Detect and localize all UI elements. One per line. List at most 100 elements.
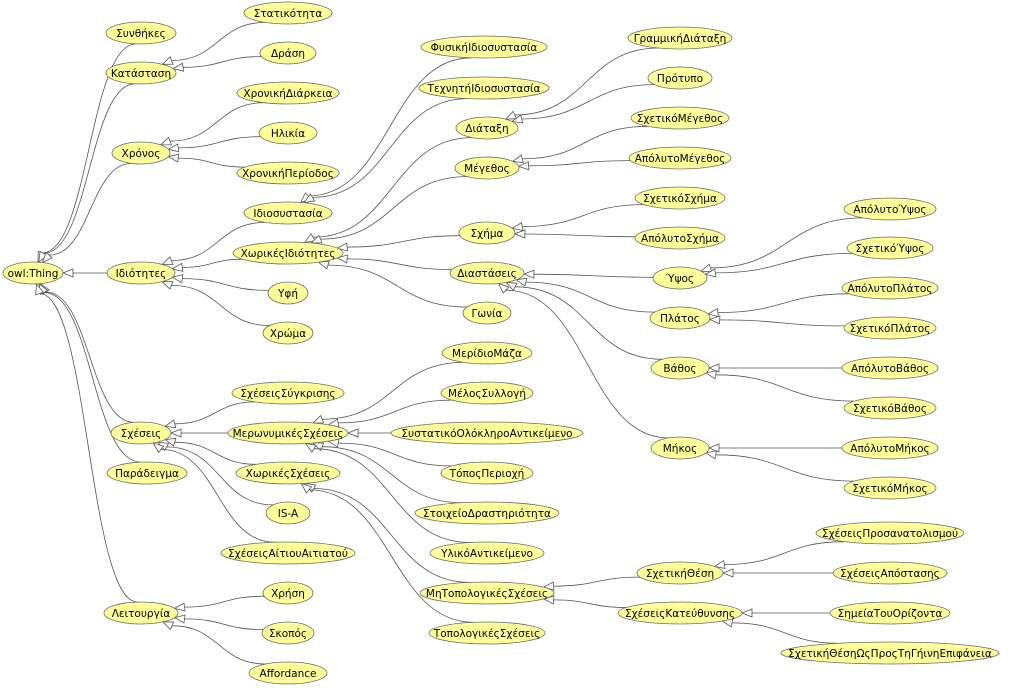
class-node-xorikes-sxeseis[interactable]: ΧωρικέςΣχέσεις <box>235 461 341 485</box>
edge-apostasis-to-sxetiki-thesi <box>721 568 834 578</box>
class-node-merwnymikes[interactable]: ΜερωνυμικέςΣχέσεις <box>227 421 349 445</box>
class-node-fysiki-idio[interactable]: ΦυσικήΙδιοσυστασία <box>420 35 548 59</box>
class-node-aitiou[interactable]: ΣχέσειςΑίτιουΑιτιατού <box>220 541 356 565</box>
class-node-label: ΣχετικόΜήκος <box>852 483 927 495</box>
class-node-topos-perioxi[interactable]: ΤόποςΠεριοχή <box>440 461 534 485</box>
class-node-platos[interactable]: Πλάτος <box>649 306 711 330</box>
class-node-apolyto-mikos[interactable]: ΑπόλυτοΜήκος <box>841 436 939 460</box>
class-node-sxetiko-platos[interactable]: ΣχετικόΠλάτος <box>843 316 937 340</box>
class-node-leitourgia[interactable]: Λειτουργία <box>103 601 179 625</box>
class-node-label: ΣημείαΤουΟρίζοντα <box>838 608 943 620</box>
edge-line <box>313 137 472 238</box>
class-node-xroniki-periodos[interactable]: ΧρονικήΠερίοδος <box>236 161 340 185</box>
edge-line <box>724 541 845 565</box>
class-node-statikotita[interactable]: Στατικότητα <box>243 1 333 25</box>
class-node-label: ΤόποςΠεριοχή <box>449 468 525 480</box>
class-node-katastasi[interactable]: Κατάσταση <box>105 61 177 85</box>
class-node-label: Χρόνος <box>122 148 161 160</box>
edge-xorikes-idiotites-to-idiotites <box>171 258 243 272</box>
class-node-shape <box>429 541 545 565</box>
edge-vathos-to-diastaseis <box>505 281 663 360</box>
class-node-apolyto-vathos[interactable]: ΑπόλυτοΒάθος <box>841 356 939 380</box>
class-node-sxetiki-thesi-gi[interactable]: ΣχετικήΘέσηΩςΠροςΤηΓήινηΕπιφάνεια <box>780 641 1000 665</box>
class-node-stoixeio[interactable]: ΣτοιχείοΔραστηριότητα <box>414 501 560 525</box>
class-node-apolyto-ypsos[interactable]: ΑπόλυτοΎψος <box>843 197 937 221</box>
subclass-arrowhead-icon <box>300 482 313 494</box>
edge-sxetiko-mikos-to-mikos <box>704 450 855 482</box>
class-node-isa[interactable]: IS-A <box>265 501 311 525</box>
class-node-apolyto-platos[interactable]: ΑπόλυτοΠλάτος <box>841 276 939 300</box>
class-node-shape <box>628 146 732 170</box>
class-node-simeia[interactable]: ΣημείαΤουΟρίζοντα <box>829 601 951 625</box>
class-node-sxima[interactable]: Σχήμα <box>458 221 516 245</box>
class-node-prosanatolismou[interactable]: ΣχέσειςΠροσανατολισμού <box>815 521 965 545</box>
edge-line <box>39 293 138 603</box>
class-node-drasi[interactable]: Δράση <box>259 41 317 65</box>
class-node-meridio-maza[interactable]: ΜερίδιοΜάζα <box>441 341 533 365</box>
subclass-arrowhead-icon <box>513 229 526 239</box>
class-node-sxeseis[interactable]: Σχέσεις <box>110 421 172 445</box>
class-node-xrisi[interactable]: Χρήση <box>262 581 314 605</box>
class-node-sxetiki-thesi[interactable]: ΣχετικήΘέση <box>636 561 724 585</box>
class-node-ypsos[interactable]: Ύψος <box>652 266 708 290</box>
edge-line <box>171 22 266 61</box>
subclass-arrowhead-icon <box>704 268 717 278</box>
class-node-skopos[interactable]: Σκοπός <box>261 621 315 645</box>
class-node-shape <box>428 621 546 645</box>
class-node-synthikes[interactable]: Συνθήκες <box>105 21 177 45</box>
class-node-apostasis[interactable]: ΣχέσειςΑπόστασης <box>832 561 948 585</box>
class-node-label: ΤοπολογικέςΣχέσεις <box>433 628 540 640</box>
class-node-apolyto-megethos[interactable]: ΑπόλυτοΜέγεθος <box>628 146 732 170</box>
class-node-megethos[interactable]: Μέγεθος <box>454 156 520 180</box>
class-node-yliko[interactable]: ΥλικόΑντικείμενο <box>429 541 545 565</box>
class-node-label: ΣχέσειςΣύγκρισης <box>240 388 335 400</box>
class-node-xronos[interactable]: Χρόνος <box>111 141 171 165</box>
class-node-systatiko[interactable]: ΣυστατικόΟλόκληροΑντικείμενο <box>390 421 584 445</box>
class-node-mikos[interactable]: Μήκος <box>650 436 710 460</box>
class-node-vathos[interactable]: Βάθος <box>650 356 710 380</box>
class-node-xroma[interactable]: Χρώμα <box>262 321 314 345</box>
class-node-xorikes-idiotites[interactable]: ΧωρικέςΙδιότητες <box>232 241 344 265</box>
class-node-label: ΧρονικήΠερίοδος <box>242 168 334 180</box>
class-node-sxetiko-vathos[interactable]: ΣχετικόΒάθος <box>843 396 937 420</box>
class-node-grammiki-diataxi[interactable]: ΓραμμικήΔιάταξη <box>627 26 733 50</box>
class-node-idiotites[interactable]: Ιδιότητες <box>106 261 176 285</box>
subclass-arrowhead-icon <box>515 277 528 287</box>
class-node-sxetiko-ypsos[interactable]: ΣχετικόΎψος <box>846 236 934 260</box>
edge-line <box>715 454 855 482</box>
class-node-ypsi[interactable]: Υφή <box>267 281 309 305</box>
class-node-label: Διαστάσεις <box>457 268 517 280</box>
class-node-sxetiko-megethos[interactable]: ΣχετικόΜέγεθος <box>630 106 730 130</box>
class-node-melos-syllogi[interactable]: ΜέλοςΣυλλογή <box>440 381 534 405</box>
class-node-topologikes[interactable]: ΤοπολογικέςΣχέσεις <box>428 621 546 645</box>
class-node-shape <box>261 621 315 645</box>
subclass-arrowhead-icon <box>152 442 165 454</box>
class-node-sxetiko-sxima[interactable]: ΣχετικόΣχήμα <box>634 186 726 210</box>
class-node-sxeseis-sygkrisis[interactable]: ΣχέσειςΣύγκρισης <box>231 381 345 405</box>
class-node-protypo[interactable]: Πρότυπο <box>647 66 713 90</box>
class-node-diataxi[interactable]: Διάταξη <box>455 116 519 140</box>
class-node-texniti-idio[interactable]: ΤεχνητήΙδιοσυστασία <box>418 76 550 100</box>
edge-line <box>515 286 663 360</box>
class-node-shape <box>105 21 177 45</box>
class-node-diastaseis[interactable]: Διαστάσεις <box>449 261 525 285</box>
class-node-gonia[interactable]: Γωνία <box>462 301 512 325</box>
class-node-shape <box>2 261 64 285</box>
class-node-apolyto-sxima[interactable]: ΑπόλυτοΣχήμα <box>634 226 726 250</box>
class-node-owl-thing[interactable]: owl:Thing <box>2 261 64 285</box>
class-node-paradeigma[interactable]: Παράδειγμα <box>106 461 188 485</box>
edge-protypo-to-diataxi <box>510 84 655 124</box>
class-node-idiosystasia[interactable]: Ιδιοσυστασία <box>243 201 333 225</box>
class-node-mitopologikes[interactable]: ΜηΤοπολογικέςΣχέσεις <box>419 581 555 605</box>
class-node-affordance[interactable]: Affordance <box>248 661 328 685</box>
edge-sxima-to-xorikes-idiotites <box>336 235 460 252</box>
class-node-kateythynsis[interactable]: ΣχέσειςΚατεύθυνσης <box>617 601 743 625</box>
class-node-sxetiko-mikos[interactable]: ΣχετικόΜήκος <box>843 476 937 500</box>
edge-line <box>169 102 265 142</box>
class-node-label: Πρότυπο <box>657 73 703 85</box>
edge-xroma-to-idiotites <box>161 281 270 326</box>
class-node-shape <box>236 161 340 185</box>
class-node-ilikia[interactable]: Ηλικία <box>258 121 318 145</box>
class-node-xroniki-diarkeia[interactable]: ΧρονικήΔιάρκεια <box>236 81 340 105</box>
